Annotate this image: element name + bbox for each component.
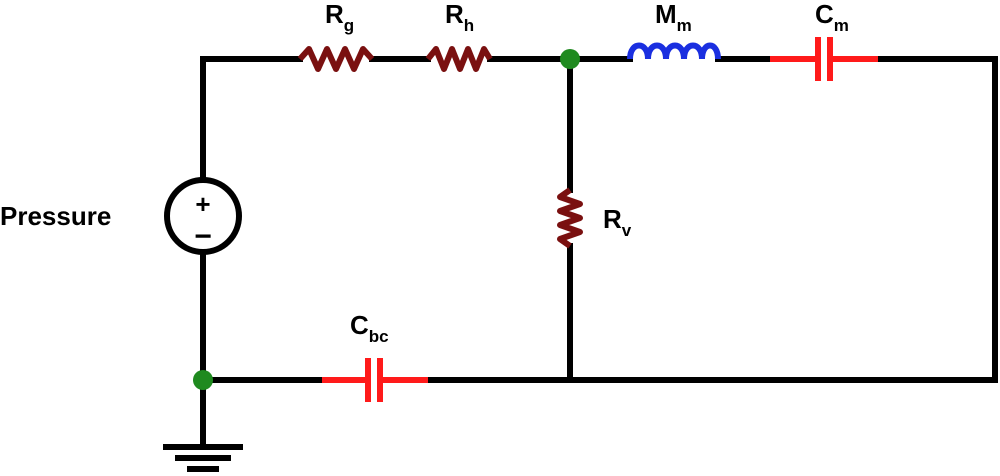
node-bottom-left — [193, 370, 213, 390]
label-cm: Cm — [815, 0, 849, 35]
capacitor-cm — [770, 37, 878, 81]
pressure-source-plus: + — [195, 189, 210, 219]
label-rg: Rg — [325, 0, 354, 35]
wires — [200, 56, 998, 448]
pressure-label: Pressure — [0, 201, 111, 231]
resistor-rh — [425, 46, 493, 72]
label-rv: Rv — [603, 204, 632, 240]
capacitor-cbc — [322, 358, 428, 402]
resistor-rv — [557, 187, 583, 249]
label-cbc: Cbc — [350, 310, 389, 346]
inductor-mm — [627, 42, 721, 60]
pressure-source-minus: − — [194, 220, 212, 253]
pressure-source: + − — [164, 177, 242, 255]
label-rh: Rh — [445, 0, 474, 35]
label-mm: Mm — [655, 0, 692, 35]
resistor-rg — [297, 46, 375, 72]
wire-top-e — [875, 56, 998, 383]
node-top — [560, 49, 580, 69]
ground-symbol — [163, 444, 243, 472]
pressure-source-circle — [164, 177, 242, 255]
